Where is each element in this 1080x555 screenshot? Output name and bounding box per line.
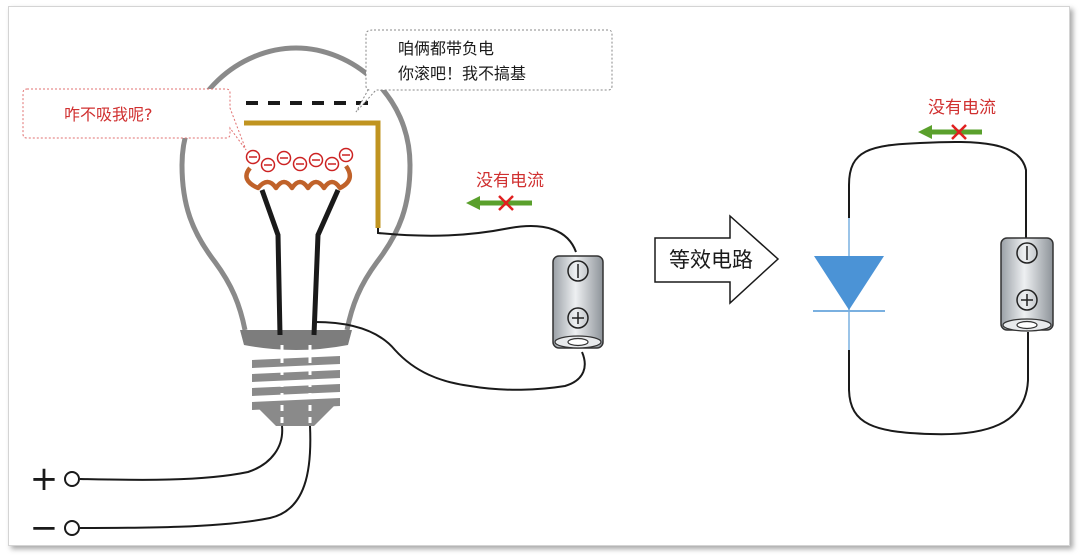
bulb-glass-outline	[179, 45, 413, 331]
anode-plate	[244, 120, 381, 228]
light-bulb	[179, 45, 413, 426]
electron-icon	[245, 149, 261, 165]
speech-bubble-left: 咋不吸我呢?	[22, 88, 247, 151]
electron-icon	[324, 156, 340, 172]
right-circuit-wires	[848, 141, 1029, 436]
speech-bubble-top-line2: 你滚吧！我不搞基	[398, 64, 526, 83]
terminal-minus-label: −	[30, 508, 59, 548]
speech-bubble-top: 咱俩都带负电 你滚吧！我不搞基	[355, 29, 613, 113]
left-current-label: 没有电流	[476, 171, 544, 191]
electron-icon	[338, 147, 354, 163]
electron-icon	[260, 157, 276, 173]
terminal-minus	[64, 520, 80, 536]
left-battery	[552, 255, 604, 349]
speech-bubble-left-text: 咋不吸我呢?	[64, 105, 153, 124]
equivalent-arrow	[654, 214, 780, 305]
terminal-plus-label: +	[30, 459, 59, 499]
battery-negative-icon	[1016, 242, 1038, 264]
battery-positive-icon	[567, 307, 589, 329]
electrons	[245, 147, 354, 173]
electron-icon	[308, 152, 324, 168]
no-current-arrow-icon	[466, 195, 532, 211]
battery-positive-icon	[1016, 289, 1038, 311]
filament-coil	[244, 164, 353, 191]
filament-support-left	[259, 189, 283, 336]
speech-bubble-top-line1: 咱俩都带负电	[398, 39, 494, 58]
no-current-arrow-icon	[918, 124, 982, 140]
right-battery	[1000, 237, 1054, 332]
diode-symbol	[813, 218, 885, 350]
equivalent-circuit-label: 等效电路	[669, 248, 753, 272]
bulb-screw-base	[252, 356, 340, 426]
bulb-neck	[240, 330, 352, 350]
electron-icon	[292, 156, 308, 172]
battery-negative-icon	[567, 260, 589, 282]
right-current-label: 没有电流	[928, 98, 996, 118]
filament-support-right	[311, 188, 341, 336]
terminal-plus	[64, 471, 80, 487]
electron-icon	[276, 150, 292, 166]
left-circuit-wires	[79, 225, 586, 529]
